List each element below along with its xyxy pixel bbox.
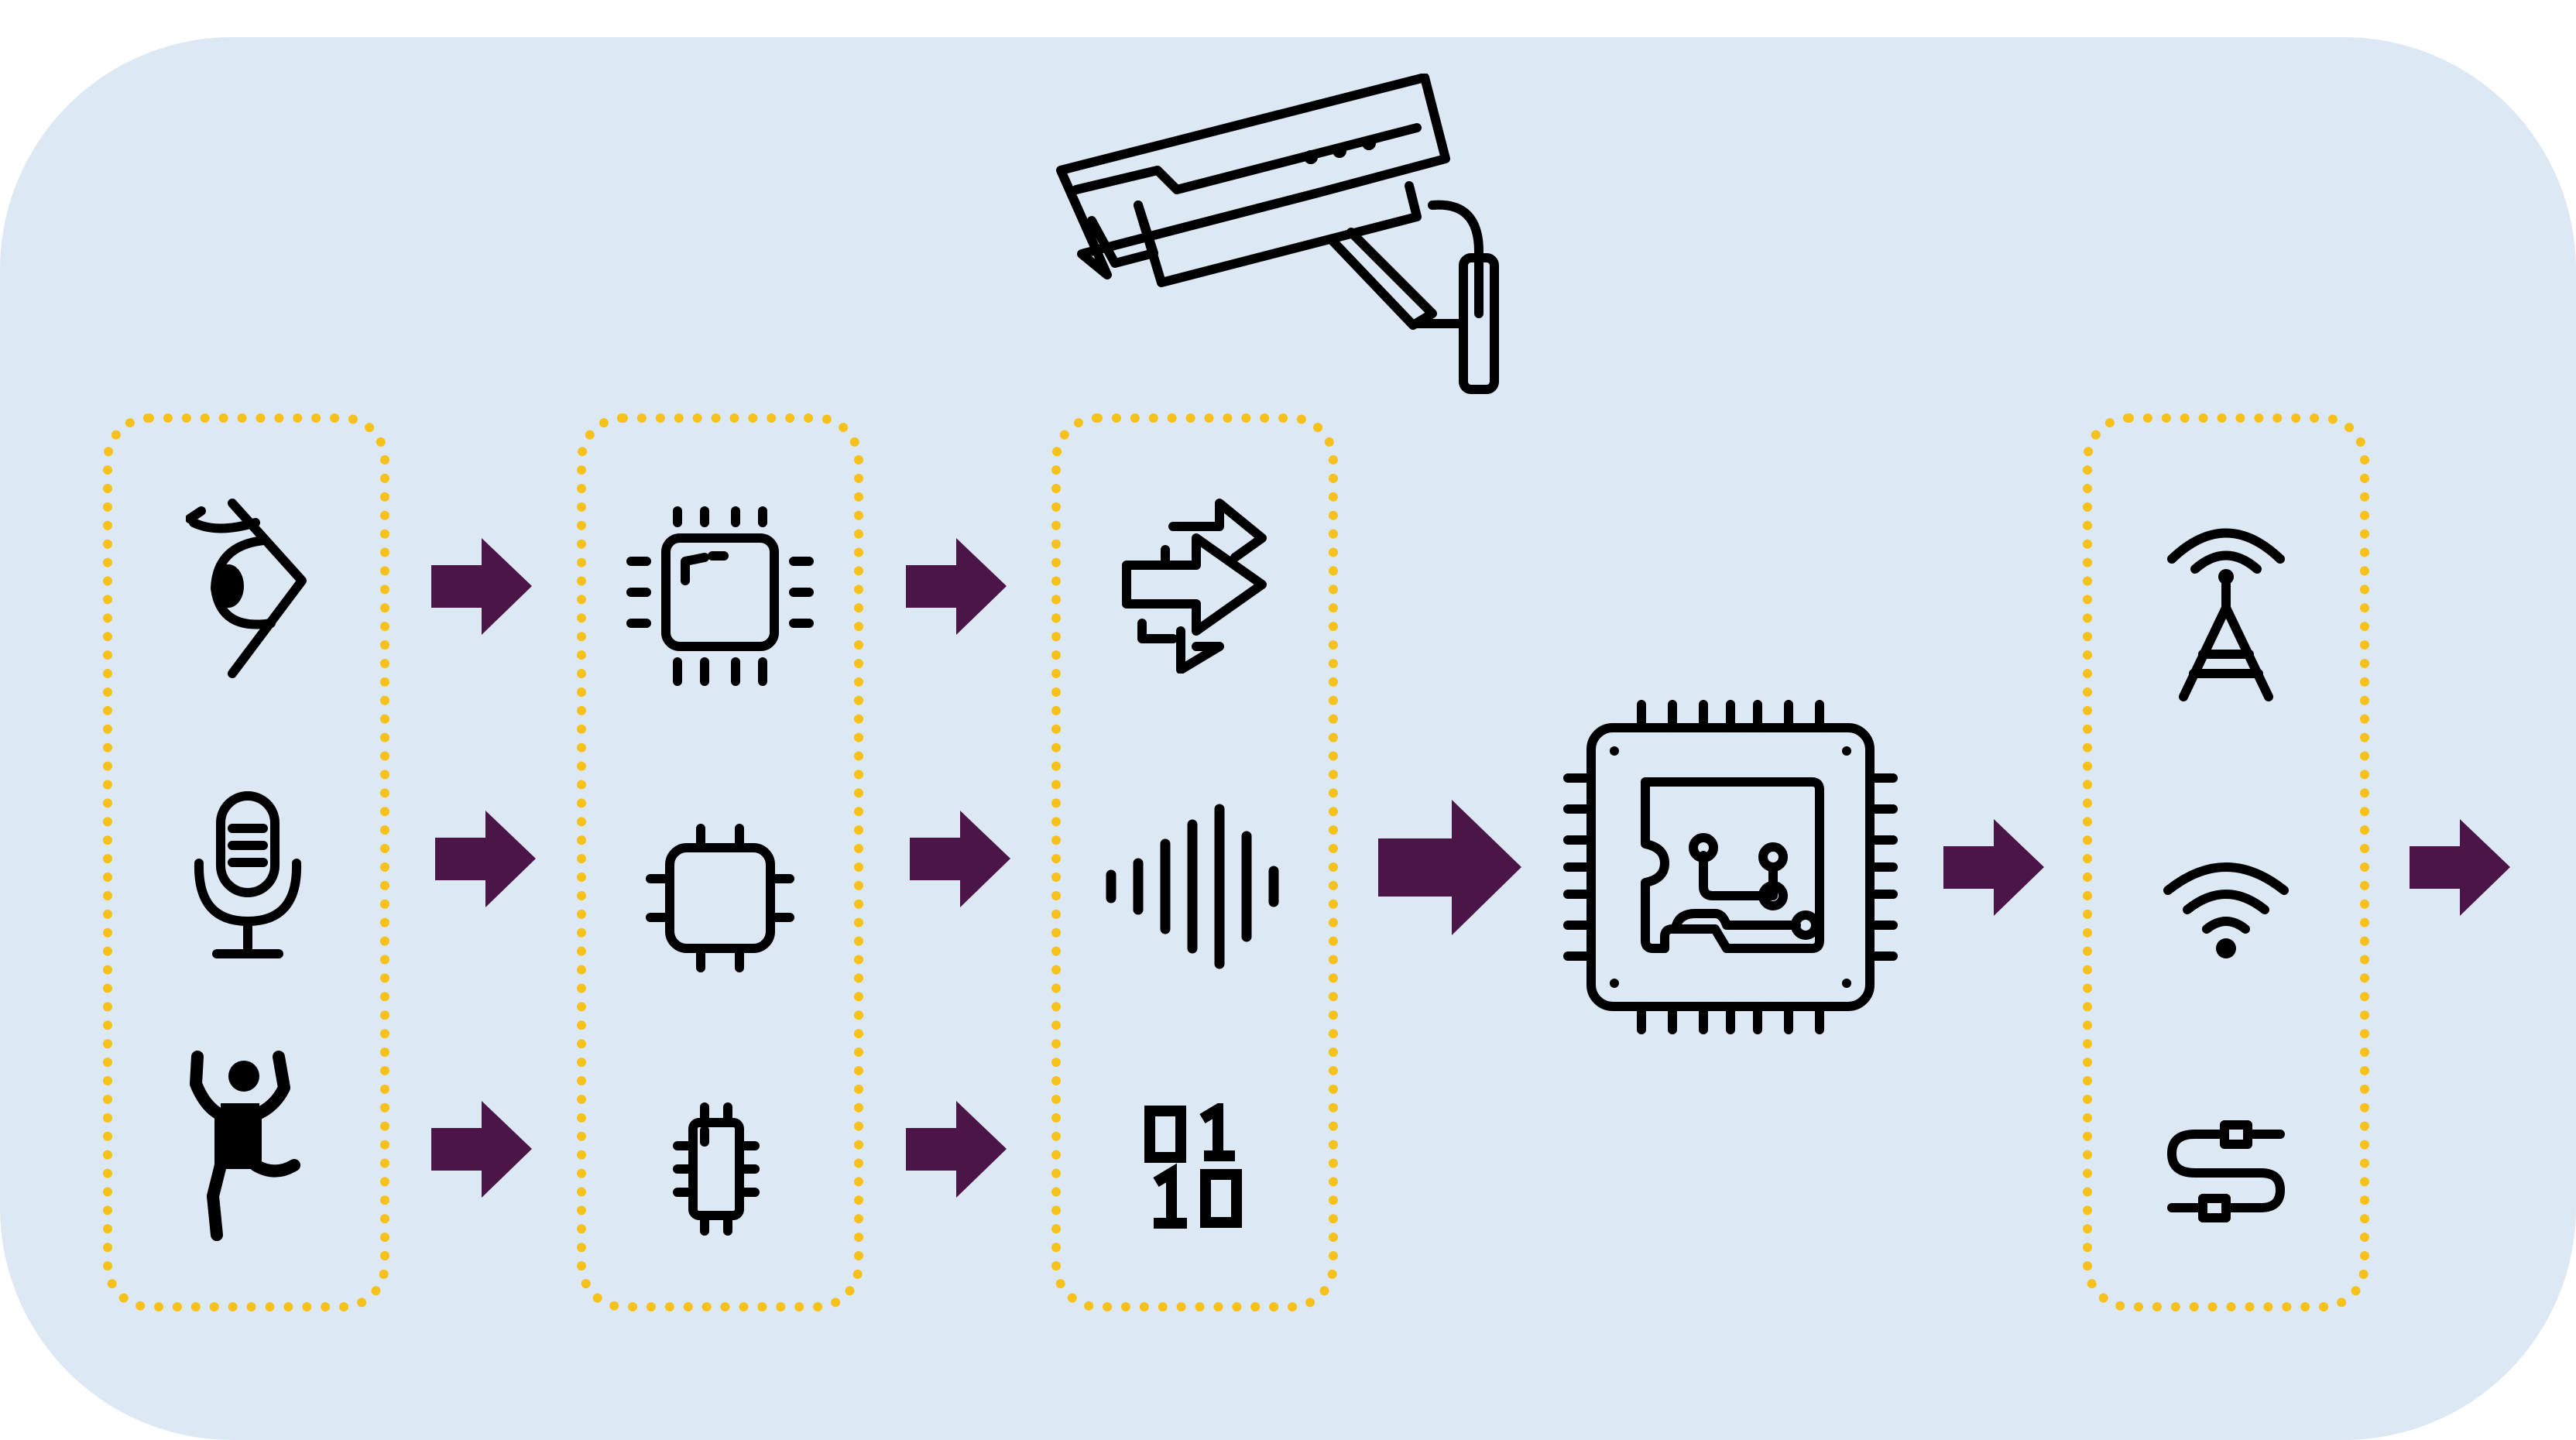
flow-arrow bbox=[1943, 819, 2044, 916]
small-chip-icon bbox=[673, 1102, 760, 1236]
flow-arrow bbox=[906, 538, 1007, 635]
group-communication bbox=[2083, 413, 2369, 1311]
data-stream-arrows-icon bbox=[1122, 499, 1267, 674]
binary-data-icon bbox=[1144, 1103, 1242, 1229]
eye-icon bbox=[186, 499, 307, 678]
group-data-types bbox=[1051, 413, 1338, 1311]
microphone-icon bbox=[194, 791, 302, 958]
flow-arrow-output bbox=[2410, 819, 2510, 916]
medium-chip-icon bbox=[646, 824, 794, 972]
wired-cable-icon bbox=[2167, 1120, 2285, 1222]
group-microcontrollers bbox=[577, 413, 863, 1311]
flow-arrow bbox=[906, 1101, 1007, 1198]
background-panel bbox=[0, 37, 2576, 1440]
flow-arrow bbox=[431, 538, 532, 635]
flow-arrow bbox=[435, 811, 536, 907]
processor-board-icon bbox=[1563, 700, 1898, 1034]
audio-waveform-icon bbox=[1106, 804, 1279, 969]
flow-arrow-large bbox=[1378, 800, 1521, 935]
large-chip-icon bbox=[626, 506, 814, 686]
wifi-icon bbox=[2163, 862, 2289, 958]
flow-arrow bbox=[910, 811, 1010, 907]
security-camera-icon bbox=[1056, 74, 1499, 394]
person-motion-icon bbox=[190, 1051, 300, 1241]
radio-tower-icon bbox=[2167, 528, 2285, 701]
flow-arrow bbox=[431, 1101, 532, 1198]
group-sensing-inputs bbox=[103, 413, 389, 1311]
